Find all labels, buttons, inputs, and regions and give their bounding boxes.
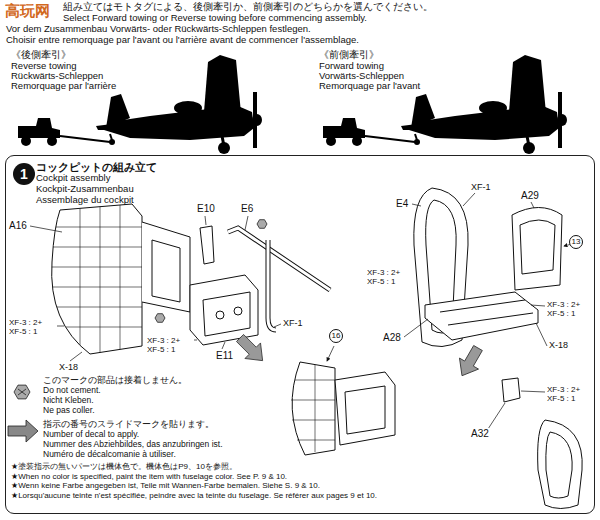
part-number: E4 — [395, 198, 409, 210]
heading-text: Cockpit assembly — [36, 173, 157, 184]
part-number: A32 — [470, 428, 490, 440]
step-number: 1 — [13, 163, 35, 185]
note-text: ★Wenn keine Farbe angegeben ist, Teile m… — [10, 481, 450, 491]
heading-text: Assemblage du cockpit — [36, 195, 157, 206]
instruction-text: 組み立てはモトタグによる、後側牽引か、前側牽引のどちらかを選んでください。 — [62, 2, 434, 13]
callout-number: 13 — [572, 238, 581, 246]
paint-callout: XF-3 : 2+ XF-5 : 1 — [146, 336, 194, 354]
notes-column: ★塗装指示の無いパーツは機体色で。機体色はP9、10を参照。★When no c… — [10, 462, 450, 500]
legend-text: Number of decal to apply. — [42, 430, 140, 440]
instruction-text: Select Forward towing or Reverse towing … — [62, 13, 368, 24]
callout-number: 16 — [332, 332, 341, 340]
note-text: ★塗装指示の無いパーツは機体色で。機体色はP9、10を参照。 — [10, 462, 450, 472]
instruction-text: Vor dem Zusammenbau Vorwärts- oder Rückw… — [5, 24, 312, 35]
assembly-arrow — [452, 343, 487, 382]
leader-lines — [30, 193, 572, 429]
part-number: A29 — [520, 190, 540, 202]
heading-text: Kockpit-Zusammenbau — [36, 184, 157, 195]
legend-text: Numéro de décalcomanie à utiliser. — [42, 450, 177, 460]
paint-code: XF-1 — [470, 182, 492, 192]
part-number: A16 — [8, 220, 28, 232]
instruction-text: Choisir entre remorquage par l'avant ou … — [5, 35, 360, 46]
note-text: ★When no color is specified, paint the i… — [10, 472, 450, 482]
step-heading: コックピットの組み立てCockpit assemblyKockpit-Zusam… — [36, 161, 157, 205]
assembly-arrow — [232, 330, 270, 368]
legend-text: このマークの部品は接着しません。 — [42, 376, 188, 386]
legend-text: Nicht Kleben. — [42, 396, 95, 406]
towing-caption: 《前側牽引》 — [318, 50, 380, 61]
no-cement-icons — [14, 220, 482, 399]
part-number: A28 — [382, 332, 402, 344]
paint-callout: XF-3 : 2+ XF-5 : 1 — [546, 385, 594, 403]
towing-caption: 《後側牽引》 — [10, 50, 72, 61]
decal-callout: 13 — [569, 235, 583, 249]
part-number: E10 — [196, 203, 216, 215]
decal-callout: 16 — [329, 329, 343, 343]
legend-text: Do not cement. — [42, 386, 102, 396]
part-number: E6 — [240, 203, 254, 215]
paint-code: XF-1 — [282, 318, 304, 328]
legend-text: Ne pas coller. — [42, 406, 96, 416]
watermark: 高玩网 — [4, 2, 51, 19]
towing-caption: Remorquage par l'avant — [318, 81, 421, 92]
heading-text: コックピットの組み立て — [36, 161, 157, 173]
legend-text: 指示の番号のスライドマークを貼ります。 — [42, 420, 215, 430]
paint-code: X-18 — [548, 340, 569, 350]
step-number-text: 1 — [20, 167, 28, 181]
decal-icon — [8, 420, 38, 442]
step-panel: コックピットの組み立てCockpit assemblyKockpit-Zusam… — [5, 155, 595, 514]
paint-code: X-18 — [58, 362, 79, 372]
paint-callout: XF-3 : 2+ XF-5 : 1 — [366, 268, 414, 286]
paint-callout: XF-3 : 2+ XF-5 : 1 — [8, 318, 56, 336]
left-parts — [50, 202, 330, 357]
cockpit-assembly — [291, 362, 395, 455]
legend-text: Nummer des Abziehbildes, das anzubringen… — [42, 440, 224, 450]
part-number: E11 — [215, 350, 234, 362]
paint-callout: XF-3 : 2+ XF-5 : 1 — [546, 300, 594, 318]
towing-caption: Remorquage par l'arrière — [10, 81, 117, 92]
right-parts — [414, 188, 582, 509]
note-text: ★Lorsqu'aucune teinte n'est spécifiée, p… — [10, 491, 450, 501]
